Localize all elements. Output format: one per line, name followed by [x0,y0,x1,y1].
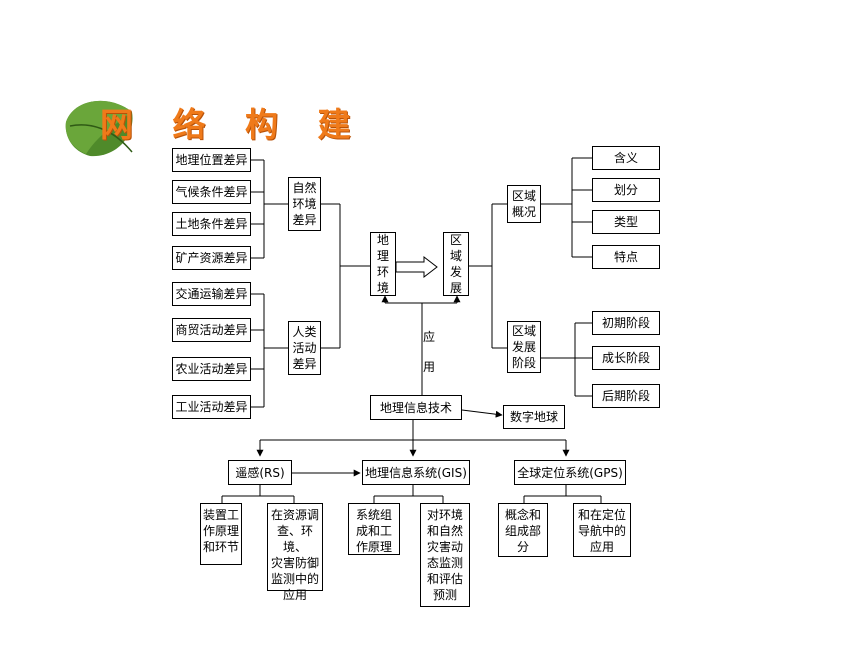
box-trade-diff: 商贸活动差异 [172,318,251,342]
box-meaning: 含义 [592,146,660,170]
box-regional-overview: 区域 概况 [507,185,541,223]
box-gps-application: 和在定位 导航中的 应用 [573,503,631,557]
box-agriculture-diff: 农业活动差异 [172,357,251,381]
label-application: 应 用 [423,330,436,374]
hollow-arrow-icon [395,255,438,279]
box-regional-development: 区 域 发 展 [443,232,469,296]
box-land-diff: 土地条件差异 [172,212,251,236]
box-geo-environment: 地 理 环 境 [370,232,396,296]
box-rs: 遥感(RS) [228,460,292,485]
box-development-stages: 区域 发展 阶段 [507,321,541,373]
box-initial-stage: 初期阶段 [592,311,660,335]
box-features: 特点 [592,245,660,269]
box-gps-concept: 概念和 组成部 分 [498,503,548,557]
box-division: 划分 [592,178,660,202]
box-geo-info-tech: 地理信息技术 [370,395,462,420]
box-human-activity-diff: 人类 活动 差异 [288,321,321,375]
box-rs-principle: 装置工 作原理 和环节 [200,503,242,565]
box-gis-principle: 系统组 成和工 作原理 [348,503,400,555]
box-type: 类型 [592,210,660,234]
box-late-stage: 后期阶段 [592,384,660,408]
box-climate-diff: 气候条件差异 [172,180,251,204]
box-mineral-diff: 矿产资源差异 [172,246,251,270]
page-title: 网 络 构 建 [100,105,365,144]
box-rs-application: 在资源调 查、环境、 灾害防御 监测中的 应用 [267,503,323,602]
leaf-icon [65,100,133,157]
box-digital-earth: 数字地球 [503,405,565,429]
box-industry-diff: 工业活动差异 [172,395,251,419]
box-natural-env-diff: 自然 环境 差异 [288,177,321,231]
box-gis-application: 对环境 和自然 灾害动 态监测 和评估 预测 [420,503,470,607]
box-location-diff: 地理位置差异 [172,148,251,172]
box-gps: 全球定位系统(GPS) [514,460,626,485]
box-gis: 地理信息系统(GIS) [362,460,470,485]
box-growth-stage: 成长阶段 [592,346,660,370]
box-transport-diff: 交通运输差异 [172,282,251,306]
